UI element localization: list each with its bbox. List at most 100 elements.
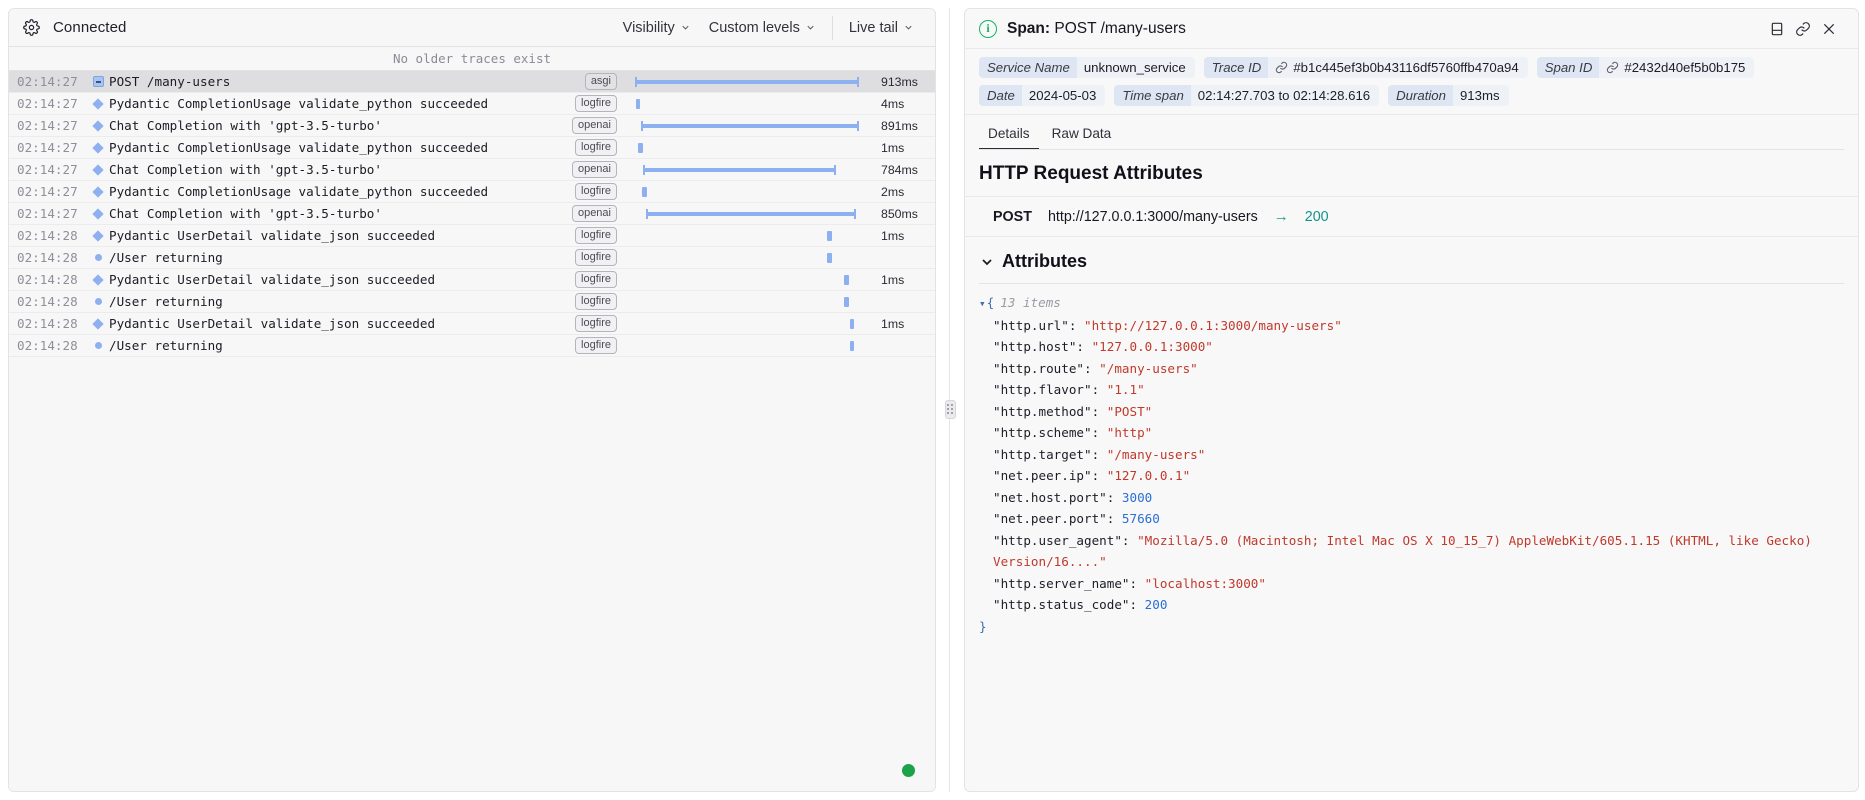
visibility-dropdown[interactable]: Visibility (614, 16, 700, 40)
trace-row-timestamp: 02:14:27 (17, 162, 78, 177)
trace-row-duration-bar (844, 296, 849, 307)
custom-levels-label: Custom levels (708, 19, 800, 36)
info-circle-icon: i (979, 19, 997, 38)
collapse-toggle-icon[interactable] (87, 76, 109, 87)
json-attribute-key: "http.scheme" (993, 425, 1092, 440)
span-meta-value-text: 2024-05-03 (1028, 88, 1097, 103)
trace-row-duration: 784ms (881, 162, 918, 177)
trace-row-timeline-track (623, 247, 873, 269)
tab-raw-data[interactable]: Raw Data (1051, 126, 1112, 141)
json-attribute-value: "localhost:3000" (1144, 575, 1266, 591)
span-meta-value[interactable]: #2432d40ef5b0b175 (1599, 57, 1755, 78)
trace-row-duration: 891ms (881, 118, 918, 133)
http-request-line[interactable]: POST http://127.0.0.1:3000/many-users → … (965, 197, 1858, 236)
trace-row-badge-cell: openai (561, 116, 623, 135)
link-icon (1607, 61, 1619, 74)
arrow-right-icon: → (1273, 208, 1289, 225)
json-attribute-value: "http" (1106, 425, 1153, 440)
trace-row-badge[interactable]: logfire (575, 182, 617, 201)
trace-row-badge[interactable]: openai (571, 204, 617, 223)
trace-row[interactable]: 02:14:27 Chat Completion with 'gpt-3.5-tu… (9, 159, 935, 181)
marker-glyph (92, 97, 104, 110)
detail-tabs[interactable]: Details Raw Data (965, 115, 1858, 150)
json-attribute-row: "http.scheme": "http" (979, 422, 1844, 444)
resizer-grip-icon[interactable] (944, 400, 956, 419)
trace-row-label: Chat Completion with 'gpt-3.5-turbo' (109, 162, 382, 177)
trace-row-timestamp: 02:14:27 (17, 118, 78, 133)
json-colon: : (1091, 446, 1107, 462)
marker-glyph (92, 141, 104, 154)
span-meta-value[interactable]: #b1c445ef3b0b43116df5760ffb470a94 (1268, 57, 1528, 78)
close-icon[interactable] (1816, 16, 1842, 42)
diamond-marker-icon (87, 229, 109, 242)
trace-row-timeline-track (623, 313, 873, 335)
trace-row-duration-bar (638, 142, 643, 153)
panel-resizer[interactable] (942, 8, 958, 792)
gear-icon[interactable] (23, 19, 40, 36)
json-colon: : (1091, 425, 1107, 440)
json-attribute-value: "http://127.0.0.1:3000/many-users" (1084, 317, 1342, 333)
tab-details[interactable]: Details (979, 121, 1039, 150)
attributes-section-toggle[interactable]: Attributes (965, 237, 1858, 283)
trace-row-timestamp: 02:14:28 (17, 228, 78, 243)
live-tail-dropdown[interactable]: Live tail (840, 16, 923, 40)
trace-row-label: Chat Completion with 'gpt-3.5-turbo' (109, 206, 382, 221)
dot-marker-icon (87, 342, 109, 349)
trace-row-badge[interactable]: logfire (575, 314, 617, 333)
json-colon: : (1121, 532, 1138, 548)
json-collapse-toggle[interactable]: ▾ (979, 297, 986, 310)
link-icon[interactable] (1790, 16, 1816, 42)
json-attribute-row: "http.url": "http://127.0.0.1:3000/many-… (979, 315, 1844, 337)
trace-row-duration-bar (850, 340, 854, 351)
diamond-marker-icon (87, 141, 109, 154)
json-root-line[interactable]: ▾{13 items (979, 292, 1844, 315)
trace-row-badge[interactable]: logfire (575, 94, 617, 113)
trace-row-badge[interactable]: logfire (575, 248, 617, 267)
trace-row-badge-cell: openai (561, 204, 623, 223)
panel-split-icon[interactable] (1764, 16, 1790, 42)
dot-marker-icon (87, 298, 109, 305)
span-detail-header: i Span: POST /many-users (965, 9, 1858, 49)
marker-glyph (92, 76, 104, 87)
trace-row-badge-cell: logfire (561, 270, 623, 289)
trace-row-duration: 1ms (881, 272, 905, 287)
span-meta-value: 913ms (1452, 85, 1509, 106)
diamond-marker-icon (87, 207, 109, 220)
diamond-marker-icon (87, 273, 109, 286)
json-colon: : (1091, 403, 1107, 419)
trace-row-badge[interactable]: openai (571, 160, 617, 179)
marker-glyph (94, 298, 102, 305)
trace-row-duration-bar (850, 318, 854, 329)
chevron-down-icon (982, 258, 992, 265)
span-meta-value-text: #2432d40ef5b0b175 (1624, 60, 1746, 75)
trace-row-badge[interactable]: logfire (575, 336, 617, 355)
custom-levels-dropdown[interactable]: Custom levels (700, 16, 825, 40)
trace-row-badge[interactable]: asgi (584, 72, 617, 91)
trace-row-timestamp: 02:14:27 (17, 184, 78, 199)
trace-row-timeline-track (623, 181, 873, 203)
trace-row-label: Pydantic CompletionUsage validate_python… (109, 96, 489, 111)
trace-row-badge[interactable]: logfire (575, 138, 617, 157)
trace-row-badge[interactable]: logfire (575, 226, 617, 245)
trace-row-badge[interactable]: logfire (575, 270, 617, 289)
trace-row-badge[interactable]: logfire (575, 292, 617, 311)
trace-row-timestamp: 02:14:28 (17, 294, 78, 309)
trace-row-timestamp: 02:14:28 (17, 338, 78, 353)
trace-row-timeline-track (623, 71, 873, 93)
trace-row-badge[interactable]: openai (571, 116, 617, 135)
span-meta-key: Trace ID (1203, 57, 1269, 78)
json-colon: : (1106, 489, 1122, 505)
